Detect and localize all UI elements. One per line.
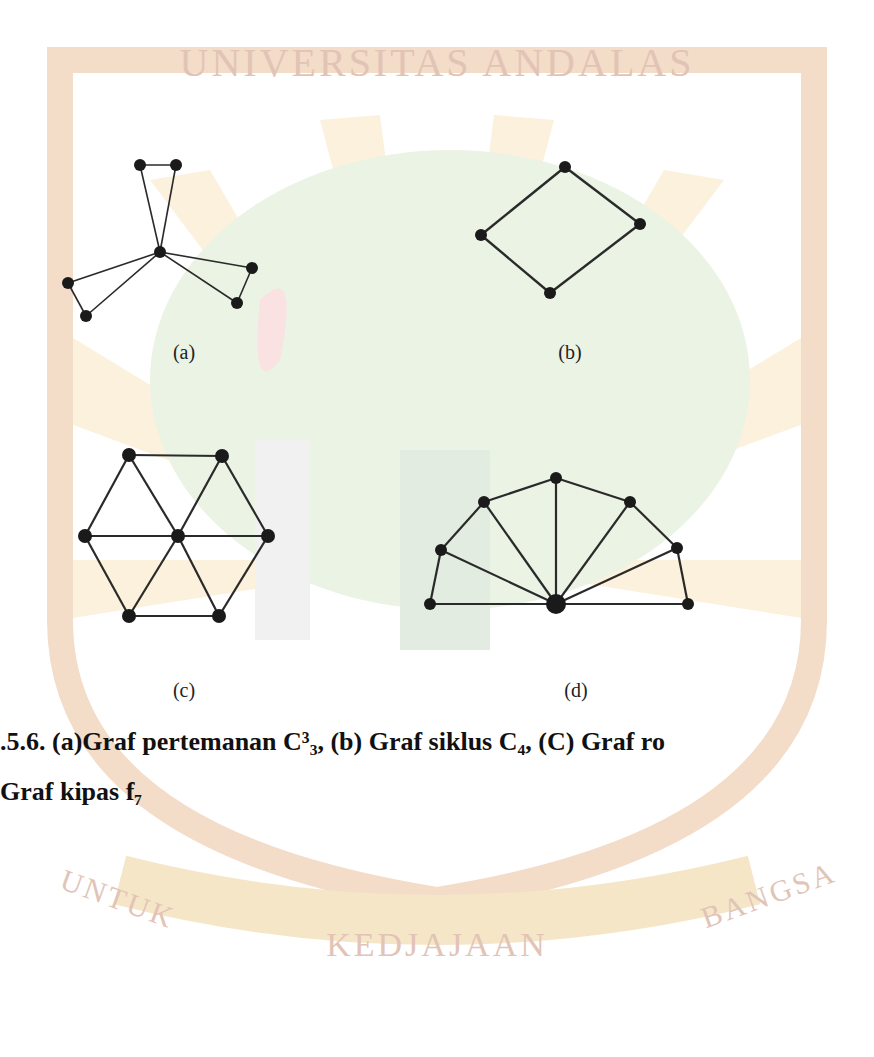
graph-edge	[677, 548, 688, 604]
graph-vertex	[122, 609, 136, 623]
graph-edge	[430, 603, 556, 605]
graph-vertex	[559, 161, 571, 173]
graph-vertex	[122, 448, 136, 462]
graph-vertex	[134, 159, 146, 171]
graph-edge	[481, 235, 550, 293]
graph-vertex	[475, 229, 487, 241]
graph-edge	[556, 548, 677, 604]
graph-vertex	[550, 472, 562, 484]
graph-edge	[160, 165, 176, 252]
emblem-candle	[255, 440, 310, 640]
graph-vertex	[212, 609, 226, 623]
graph-vertex	[80, 310, 92, 322]
graph-edge	[68, 252, 160, 283]
graph-edge	[556, 478, 630, 502]
graph-edge	[129, 455, 222, 456]
graph-edge	[129, 455, 178, 536]
graph-edge	[555, 478, 557, 604]
subfigure-label: (b)	[558, 341, 581, 364]
watermark-text: UNIVERSITAS ANDALAS	[180, 39, 695, 86]
graph-edge	[484, 502, 556, 604]
graph-vertex	[78, 529, 92, 543]
graph-vertex	[154, 246, 166, 258]
graph-vertex	[170, 159, 182, 171]
graph-vertex	[624, 496, 636, 508]
graph-edge	[222, 456, 268, 536]
graph-edge	[178, 535, 268, 537]
graph-vertex	[62, 277, 74, 289]
graph-edge	[86, 252, 160, 316]
graph-edge	[129, 615, 219, 617]
subfigure-label: (a)	[173, 341, 195, 364]
graph-edge	[550, 224, 640, 293]
watermark-text: KEDJAJAAN	[326, 926, 548, 964]
caption-text: Graf kipas f₇	[0, 777, 142, 807]
graph-edge	[556, 603, 688, 605]
graph-edge	[219, 536, 268, 616]
emblem-ribbon	[120, 880, 754, 920]
graph-edge	[565, 167, 640, 224]
graph-vertex	[435, 544, 447, 556]
graph-edge	[441, 502, 484, 550]
graph-vertex	[634, 218, 646, 230]
graph-vertex	[215, 449, 229, 463]
graph-edge	[85, 536, 129, 616]
graph-edge	[178, 456, 222, 536]
graph-vertex	[682, 598, 694, 610]
graph-edge	[160, 252, 252, 268]
graph-vertex	[478, 496, 490, 508]
graph-edge	[484, 478, 556, 502]
subfigure-label: (d)	[564, 679, 587, 702]
graph-edge	[630, 502, 677, 548]
caption-text: .5.6. (a)Graf pertemanan C³₃, (b) Graf s…	[0, 727, 665, 757]
graph-edge	[178, 536, 219, 616]
graph-edge	[481, 167, 565, 235]
graph-vertex	[261, 529, 275, 543]
graph-edge	[85, 535, 178, 537]
subfigure-label: (c)	[173, 679, 195, 702]
graph-vertex	[424, 598, 436, 610]
graph-edge	[140, 165, 160, 252]
graph-edge	[441, 550, 556, 604]
graph-edge	[129, 536, 178, 616]
graph-edge	[85, 455, 129, 536]
emblem-flame	[258, 289, 287, 372]
graph-vertex	[171, 529, 185, 543]
graph-edge	[556, 502, 630, 604]
graph-edge	[430, 550, 441, 604]
graph-vertex	[546, 594, 566, 614]
graph-vertex	[671, 542, 683, 554]
emblem-shield	[60, 60, 814, 900]
graph-vertex	[231, 297, 243, 309]
emblem-trunk	[400, 450, 490, 650]
emblem-tree	[150, 150, 750, 610]
graph-vertex	[246, 262, 258, 274]
graph-edge	[160, 252, 237, 303]
graph-vertex	[544, 287, 556, 299]
